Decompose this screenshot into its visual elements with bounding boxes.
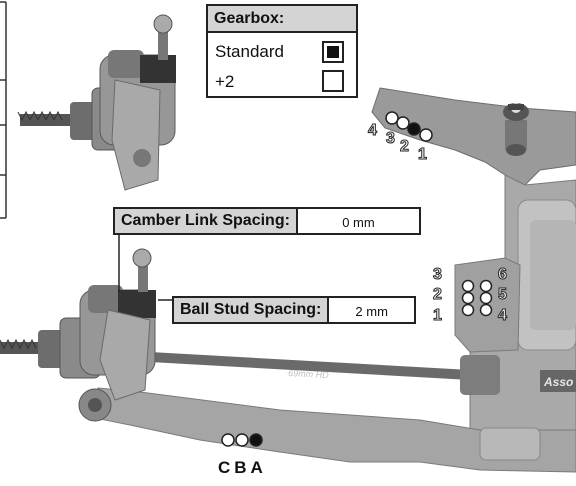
mount-hole-number-5: 5 [498,286,508,304]
camber-link-spacing-box: Camber Link Spacing: 0 mm [113,207,421,235]
mount-hole-number-2: 2 [433,286,443,304]
lower-hub [0,248,156,401]
gearbox-option-standard-label: Standard [215,42,284,61]
tower-ball-stud [503,103,529,156]
left-table-fragment [0,1,7,219]
link-text: 69mm HD [288,368,329,380]
mount-hole-number-1: 1 [433,307,443,325]
camber-link-spacing-value: 0 mm [342,215,375,230]
tower-hole-number-3: 3 [386,130,396,148]
ball-stud-spacing-value: 2 mm [355,304,388,319]
gearbox-title: Gearbox: [208,6,356,33]
gearbox-plus2-checkbox[interactable] [322,70,344,92]
gearbox-option-plus2-label: +2 [215,72,235,91]
arm-end-block [479,427,541,461]
brand-text: Asso [543,375,573,389]
ball-stud-spacing-label: Ball Stud Spacing: [174,298,330,322]
tower-hole-number-4: 4 [368,122,378,140]
camber-link-spacing-label: Camber Link Spacing: [115,209,298,233]
mount-holes [461,279,493,317]
bulkhead-inner [530,220,576,330]
brand-badge [540,370,576,392]
upper-hub [17,14,176,191]
arm-hole-letters: CBA [218,458,267,477]
mount-hole-number-3: 3 [433,266,443,284]
shock-tower [371,87,576,186]
gearbox-standard-checkbox[interactable] [322,41,344,63]
camber-link-rod [150,352,500,395]
arm-holes [221,433,263,447]
tower-hole-number-1: 1 [418,146,428,164]
tower-hole-number-2: 2 [400,138,410,156]
tower-holes [385,111,433,142]
lower-arm [94,387,576,473]
mount-hole-number-4: 4 [498,307,508,325]
gearbox-panel: Gearbox: Standard +2 [206,4,358,98]
ball-stud-spacing-box: Ball Stud Spacing: 2 mm [172,296,416,324]
mount-hole-number-6: 6 [498,266,508,284]
